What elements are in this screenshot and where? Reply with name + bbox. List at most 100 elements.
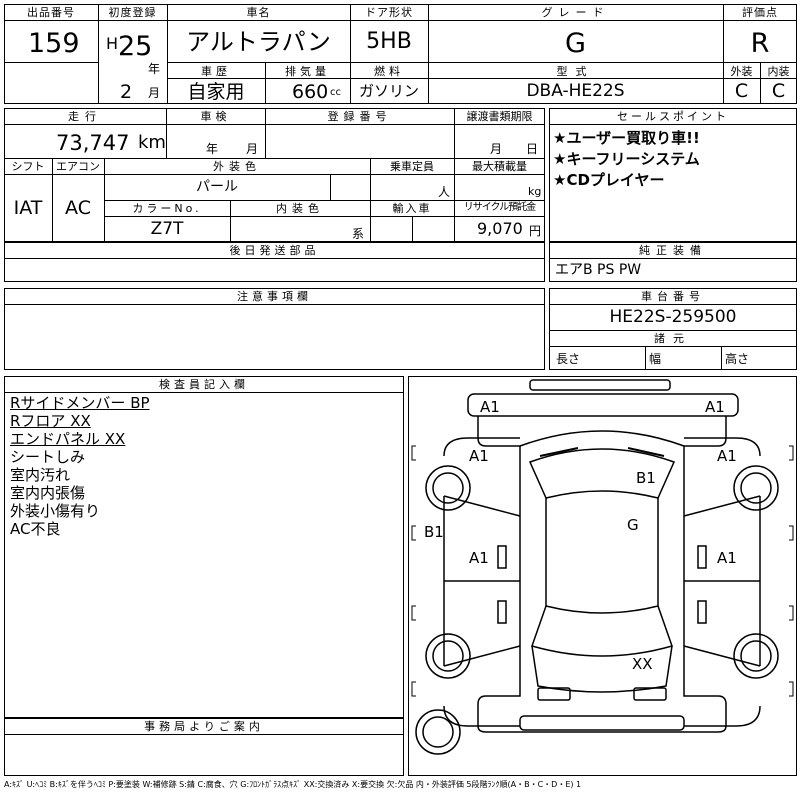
ac-label: エアコン (56, 160, 100, 173)
score-label: 評価点 (742, 6, 778, 19)
recycle-label: リサイクル預託金 (463, 202, 537, 213)
specs-divider (104, 158, 105, 242)
max-load-label: 最大積載量 (472, 160, 527, 173)
length-label: 長さ (556, 352, 581, 366)
sales-point-item: ★キーフリーシステム (553, 150, 700, 168)
specs-divider (412, 216, 413, 242)
equipment-divider (549, 258, 797, 259)
mileage-label: 走行 (68, 110, 102, 123)
grade-label: グレード (541, 6, 610, 19)
inspection-label: 車検 (200, 110, 231, 123)
shift: IAT (13, 197, 43, 219)
specs-divider (454, 158, 455, 242)
diagram-mark-front-right: A1 (705, 398, 725, 416)
inspection-month-unit: 月 (246, 142, 259, 156)
ext-color: パール (196, 179, 238, 195)
diagram-mark-door-right: A1 (717, 549, 737, 567)
diagram-mark-fender-right: A1 (717, 447, 737, 465)
reg-year: 25 (118, 31, 153, 62)
specs-divider (104, 200, 545, 201)
header-divider (167, 4, 168, 104)
inspector-block (4, 376, 404, 718)
chassis-divider (721, 346, 722, 370)
reg-year-unit: 年 (148, 62, 161, 76)
reg-month: 2 (120, 81, 133, 103)
office-divider (4, 734, 404, 735)
diagram-mark-side-left: B1 (424, 523, 444, 541)
ext-color-label: 外装色 (213, 160, 261, 173)
header-divider (4, 20, 98, 21)
car-name-label: 車名 (246, 6, 271, 19)
dims-label: 諸元 (654, 332, 692, 345)
specs-divider (52, 158, 53, 242)
diagram-mark-fender-left: A1 (469, 447, 489, 465)
header-divider (4, 62, 98, 63)
inspector-divider (4, 392, 404, 393)
header-divider (760, 62, 761, 104)
chassis-divider (549, 304, 797, 305)
displacement-label: 排気量 (285, 65, 330, 78)
grade: G (565, 28, 586, 59)
office-block (4, 718, 404, 776)
diagram-mark-rear: XX (632, 655, 653, 673)
diagram-mark-front-left: A1 (480, 398, 500, 416)
inspector-line: エンドパネル XX (10, 430, 126, 448)
interior-grade: C (771, 80, 786, 102)
import-label: 輸入車 (392, 202, 432, 215)
transfer-day-unit: 日 (526, 142, 539, 156)
fuel: ガソリン (358, 82, 419, 100)
chassis-divider (645, 346, 646, 370)
history-label: 車歴 (201, 65, 231, 78)
shift-label: シフト (11, 160, 45, 173)
inspector-line: Rフロア XX (10, 412, 91, 430)
model-label: 型式 (556, 65, 595, 78)
recycle-unit: 円 (529, 224, 542, 238)
displacement: 660 (292, 81, 329, 103)
header-divider (428, 78, 723, 79)
capacity-unit: 人 (438, 185, 451, 199)
diagram-mark-glass: G (627, 516, 639, 534)
header-divider (350, 4, 351, 104)
chassis-block (549, 288, 797, 370)
equipment-value: エアB PS PW (555, 262, 642, 278)
lot-label: 出品番号 (27, 6, 75, 19)
specs-divider (370, 158, 371, 242)
interior-label: 内装 (767, 65, 790, 78)
specs-divider (454, 108, 455, 158)
sales-point-item: ★ユーザー買取り車!! (553, 129, 700, 147)
later-parts-divider (4, 258, 545, 259)
footer-legend: A:ｷｽﾞ U:ﾍｺﾐ B:ｷｽﾞを伴うﾍｺﾐ P:要塗装 W:補修跡 S:錆 … (4, 780, 582, 789)
sales-points-divider (549, 124, 797, 125)
inspector-line: 外装小傷有り (10, 502, 101, 520)
reg-era: H (106, 34, 119, 53)
office-label: 事務局よりご案内 (144, 720, 264, 733)
header-divider (167, 78, 428, 79)
equipment-label: 純正装備 (639, 244, 707, 257)
specs-block (4, 108, 545, 242)
door-label: ドア形状 (365, 6, 413, 19)
registration-label: 登録番号 (327, 110, 392, 123)
mileage: 73,747 (56, 131, 130, 155)
recycle-fee: 9,070 (477, 219, 523, 238)
sales-points-block (549, 108, 797, 242)
capacity-label: 乗車定員 (390, 160, 434, 173)
notes-label: 注意事項欄 (237, 290, 312, 303)
int-color-unit: 系 (352, 227, 365, 241)
car-name: アルトラパン (186, 28, 331, 56)
inspection-year-unit: 年 (206, 142, 219, 156)
inspector-label: 検査員記入欄 (159, 378, 249, 391)
sales-point-item: ★CDプレイヤー (553, 171, 665, 189)
chassis-divider (549, 346, 797, 347)
header-divider (723, 4, 724, 104)
car-diagram (411, 379, 794, 755)
ac: AC (65, 197, 91, 219)
history: 自家用 (187, 81, 245, 103)
transfer-month-unit: 月 (490, 142, 503, 156)
inspector-line: 室内内張傷 (10, 484, 86, 502)
displacement-unit: cc (330, 87, 341, 98)
model-code: DBA-HE22S (526, 81, 625, 101)
height-label: 高さ (725, 352, 750, 366)
specs-divider (166, 108, 167, 158)
notes-block (4, 288, 545, 370)
inspector-line: AC不良 (10, 520, 61, 538)
